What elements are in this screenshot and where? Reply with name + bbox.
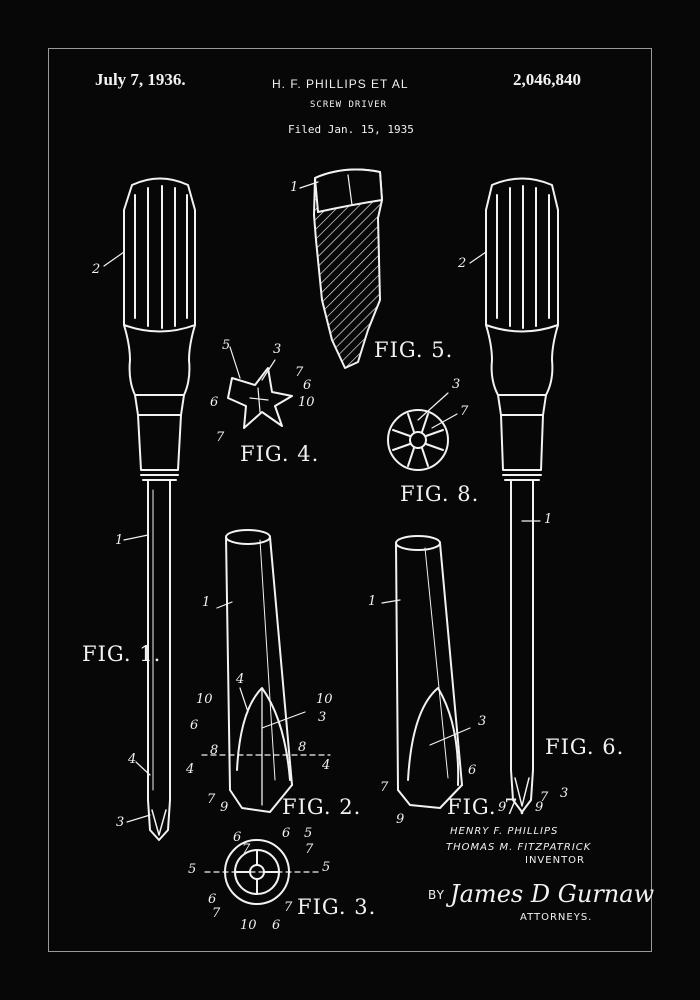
ref-numeral-3: 3 [116,815,125,830]
fig8-end-view-drawing [387,409,449,471]
ref-numeral-5: 5 [322,860,331,875]
fig3-label: FIG. 3. [297,895,377,919]
ref-numeral-4: 4 [236,672,245,687]
ref-numeral-7: 7 [207,792,216,807]
fig1-label: FIG. 1. [82,642,162,666]
ref-numeral-7: 7 [212,906,221,921]
ref-numeral-10: 10 [240,918,257,933]
ref-numeral-7: 7 [216,430,225,445]
attorney-signature: James D Gurnaw [450,880,655,908]
inventor-label: INVENTOR [525,855,585,866]
ref-numeral-1: 1 [368,594,377,609]
ref-numeral-6: 6 [233,830,242,845]
ref-numeral-7: 7 [460,404,469,419]
inventor-heading: H. F. PHILLIPS ET AL [272,77,409,91]
leader-lines [103,181,541,823]
ref-numeral-7: 7 [540,790,549,805]
filed-date: Filed Jan. 15, 1935 [288,123,414,136]
fig7-label: FIG. 7. [447,795,527,819]
ref-numeral-8: 8 [210,743,219,758]
inventor-name-2: THOMAS M. FITZPATRICK [446,842,592,853]
ref-numeral-4: 4 [322,758,331,773]
patent-date: July 7, 1936. [95,70,186,89]
fig1-screwdriver-drawing [123,177,196,841]
ref-numeral-3: 3 [273,342,282,357]
ref-numeral-6: 6 [272,918,281,933]
fig3-end-view-drawing [204,839,319,905]
ref-numeral-9: 9 [498,800,507,815]
ref-numeral-9: 9 [220,800,229,815]
ref-numeral-1: 1 [290,180,299,195]
ref-numeral-5: 5 [222,338,231,353]
ref-numeral-1: 1 [115,533,124,548]
ref-numeral-1: 1 [544,512,553,527]
ref-numeral-6: 6 [303,378,312,393]
ref-numeral-6: 6 [208,892,217,907]
ref-numeral-5: 5 [304,826,313,841]
ref-numeral-10: 10 [196,692,213,707]
ref-numeral-2: 2 [458,256,467,271]
ref-numeral-4: 4 [186,762,195,777]
fig2-label: FIG. 2. [282,795,362,819]
fig6-label: FIG. 6. [545,735,625,759]
fig4-tip-drawing [227,367,293,429]
ref-numeral-7: 7 [295,365,304,380]
ref-numeral-3: 3 [560,786,569,801]
border-frame [48,48,652,952]
ref-numeral-1: 1 [202,595,211,610]
patent-title: SCREW DRIVER [310,100,388,110]
fig5-label: FIG. 5. [374,338,454,362]
ref-numeral-6: 6 [190,718,199,733]
ref-numeral-2: 2 [92,262,101,277]
ref-numeral-7: 7 [380,780,389,795]
ref-numeral-10: 10 [298,395,315,410]
fig4-label: FIG. 4. [240,442,320,466]
by-label: BY [428,888,445,902]
ref-numeral-9: 9 [396,812,405,827]
patent-number: 2,046,840 [513,70,581,89]
fig6-screwdriver-drawing [485,177,559,813]
fig8-label: FIG. 8. [400,482,480,506]
fig7-bit-drawing [395,535,463,809]
ref-numeral-8: 8 [298,740,307,755]
ref-numeral-10: 10 [316,692,333,707]
ref-numeral-4: 4 [128,752,137,767]
fig2-bit-drawing [201,529,331,813]
attorneys-label: ATTORNEYS. [520,912,593,923]
ref-numeral-6: 6 [210,395,219,410]
ref-numeral-7: 7 [284,900,293,915]
ref-numeral-3: 3 [478,714,487,729]
ref-numeral-6: 6 [282,826,291,841]
ref-numeral-7: 7 [305,842,314,857]
ref-numeral-3: 3 [452,377,461,392]
ref-numeral-9: 9 [535,800,544,815]
ref-numeral-7: 7 [242,842,251,857]
fig5-section-drawing [313,168,383,369]
ref-numeral-3: 3 [318,710,327,725]
ref-numeral-5: 5 [188,862,197,877]
ref-numeral-6: 6 [468,763,477,778]
inventor-name-1: HENRY F. PHILLIPS [450,826,559,837]
